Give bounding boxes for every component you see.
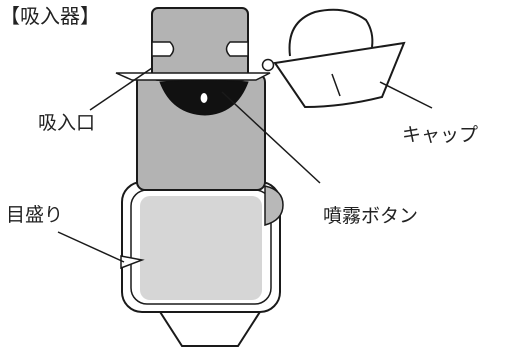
tab-opening-left	[151, 41, 175, 57]
diagram-title: 【吸入器】	[0, 4, 100, 28]
cap-hinge	[261, 58, 275, 72]
drug-level-window	[140, 196, 262, 300]
cap-mark	[331, 73, 341, 97]
leader-line-scale	[57, 231, 125, 263]
cap-body	[273, 41, 406, 109]
label-scale: 目盛り	[6, 204, 64, 226]
label-mouthpiece: 吸入口	[38, 112, 96, 134]
leader-line-cap	[379, 81, 433, 109]
leader-line-mouthpiece	[89, 67, 153, 111]
label-cap: キャップ	[402, 124, 479, 146]
mouthpiece-collar	[115, 72, 271, 81]
cap-lid	[288, 8, 374, 57]
scale-marker	[120, 255, 145, 270]
tab-opening-right	[225, 41, 249, 57]
spray-button-hole	[200, 93, 208, 103]
leader-line-spray-button	[221, 91, 321, 184]
label-spray-button: 噴霧ボタン	[323, 205, 419, 227]
side-knob	[264, 185, 284, 226]
